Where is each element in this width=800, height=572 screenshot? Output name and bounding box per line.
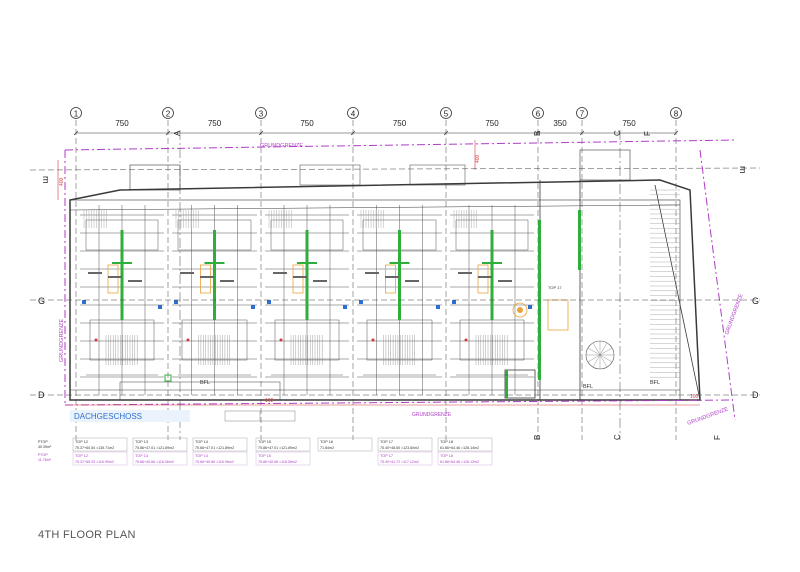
area-unit-b-0: 75.37+55.33 =116.99m2 xyxy=(75,460,114,464)
area-unit-a-2: 75.66+47.01 =121.89m2 xyxy=(195,446,234,450)
svg-text:192: 192 xyxy=(265,398,274,404)
area-unit-b-6: 61.66+64.46 =126.12m2 xyxy=(440,460,479,464)
area-unit-name-b-5: TOP 17 xyxy=(380,454,393,458)
dimension-2: 750 xyxy=(300,119,314,128)
area-unit-a-1: 75.86+47.01 =121.89m2 xyxy=(135,446,174,450)
top17-label: TOP 17 xyxy=(548,285,562,290)
grundgrenze-label-corner: GRUNDGRENZE xyxy=(687,406,730,426)
area-cell-0 xyxy=(72,437,128,452)
section-mark-bottom-2: F xyxy=(713,435,722,440)
area-cell-6 xyxy=(437,437,493,452)
section-mark-bottom-0: B xyxy=(533,435,542,440)
svg-text:400: 400 xyxy=(59,177,65,186)
dimension-3: 750 xyxy=(393,119,407,128)
section-mark-bottom-1: C xyxy=(613,434,622,440)
floor-name-details xyxy=(224,410,296,422)
area-cell-5 xyxy=(377,437,433,452)
axis-label-1: 1 xyxy=(74,110,79,119)
red-dimensions: 400 400 192 100 xyxy=(57,140,700,406)
bfl-label-1: BFL xyxy=(200,380,210,386)
area-unit-name-5: TOP 17 xyxy=(380,440,393,444)
svg-text:400: 400 xyxy=(475,154,481,163)
area-unit-name-4: TOP 16 xyxy=(320,440,333,444)
section-mark-top-0: A xyxy=(173,130,182,136)
area-cell-2 xyxy=(192,437,248,452)
axis-bubble-7 xyxy=(576,107,588,119)
plan-caption: 4TH FLOOR PLAN xyxy=(38,529,136,541)
floor-name-box xyxy=(70,410,190,422)
area-unit-a-3: 75.86+47.01 =121.89m2 xyxy=(258,446,297,450)
axis-label-3: 3 xyxy=(259,110,264,119)
grundgrenze-label-bottom: GRUNDGRENZE xyxy=(412,412,452,418)
section-mark-top-1: B xyxy=(533,131,542,136)
dimension-1: 750 xyxy=(208,119,222,128)
row-axis-top-right: m xyxy=(738,166,748,174)
axis-bubble-3 xyxy=(255,107,267,119)
area-unit-a-4: 71.84m2 xyxy=(320,446,334,450)
area-unit-name-b-1: TOP 13 xyxy=(135,454,148,458)
area-unit-b-1: 75.86+40.66 =116.06m2 xyxy=(135,460,174,464)
area-unit-name-0: TOP 12 xyxy=(75,440,88,444)
section-mark-top-2: C xyxy=(613,130,622,136)
area-unit-name-b-3: TOP 15 xyxy=(258,454,271,458)
axis-bubble-2 xyxy=(162,107,174,119)
row-axis-middle-right: G xyxy=(752,296,759,306)
axis-label-8: 8 xyxy=(674,110,679,119)
grundgrenze-label-left: GRUNDGRENZE xyxy=(59,319,65,362)
bfl-label-3: BFL xyxy=(650,380,660,386)
property-boundary xyxy=(64,139,736,421)
area-unit-name-6: TOP 18 xyxy=(440,440,453,444)
area-unit-b-2: 75.66+40.66 =116.06m2 xyxy=(195,460,234,464)
axis-label-6: 6 xyxy=(536,110,541,119)
area-cell-1 xyxy=(132,437,188,452)
axis-label-2: 2 xyxy=(166,110,171,119)
bfl-label-2: BFL xyxy=(583,384,593,390)
grid-axis-markers: 1 2 3 4 5 6 7 8 xyxy=(70,107,682,119)
section-mark-top-3: F xyxy=(643,131,652,136)
area-unit-b-3: 75.86+40.66 =116.06m2 xyxy=(258,460,297,464)
dimension-4: 750 xyxy=(485,119,499,128)
area-unit-a-5: 75.40+48.60 =123.60m2 xyxy=(380,446,419,450)
axis-bubble-8 xyxy=(670,107,682,119)
area-unit-name-2: TOP 14 xyxy=(195,440,208,444)
area-cell-3 xyxy=(255,437,311,452)
axis-bubble-4 xyxy=(347,107,359,119)
svg-text:100: 100 xyxy=(690,394,699,400)
row-axis-top-left: m xyxy=(41,176,51,184)
area-unit-name-b-2: TOP 14 xyxy=(195,454,208,458)
area-unit-name-b-0: TOP 12 xyxy=(75,454,88,458)
grundgrenze-label-top: GRUNDGRENZE xyxy=(260,143,303,149)
dimension-5: 350 xyxy=(553,119,567,128)
ptop-value-1: 40.39m² xyxy=(38,445,52,449)
area-unit-name-3: TOP 15 xyxy=(258,440,271,444)
axis-bubble-1 xyxy=(70,107,82,119)
hatched-areas xyxy=(83,189,680,378)
row-axis-middle-left: G xyxy=(38,296,45,306)
axis-label-7: 7 xyxy=(580,110,585,119)
axis-bubble-6 xyxy=(532,107,544,119)
building-outline xyxy=(69,149,701,401)
grid-lines xyxy=(75,120,677,440)
grundgrenze-label-right: GRUNDGRENZE xyxy=(724,293,744,336)
axis-label-4: 4 xyxy=(351,110,356,119)
ptop-label-2: PTOP xyxy=(38,453,48,457)
area-unit-b-5: 75.40+41.72 =117.12m2 xyxy=(380,460,419,464)
axis-bubble-5 xyxy=(440,107,452,119)
area-unit-a-6: 61.66+64.46 =126.14m2 xyxy=(440,446,479,450)
area-cell-4 xyxy=(317,437,373,452)
section-markers: A B C F B C F xyxy=(173,130,722,440)
dimension-6: 750 xyxy=(622,119,636,128)
area-unit-name-b-6: TOP 18 xyxy=(440,454,453,458)
ptop-value-2: 11.78m² xyxy=(38,458,52,462)
ptop-label-1: PTOP xyxy=(38,440,48,444)
dimension-chain: 750 750 750 750 750 350 750 xyxy=(73,119,679,136)
area-unit-a-0: 75.37+60.54 =135.71m2 xyxy=(75,446,114,450)
floor-name: DACHGESCHOSS xyxy=(74,412,142,421)
dimension-0: 750 xyxy=(115,119,129,128)
area-unit-name-1: TOP 13 xyxy=(135,440,148,444)
axis-label-5: 5 xyxy=(444,110,449,119)
